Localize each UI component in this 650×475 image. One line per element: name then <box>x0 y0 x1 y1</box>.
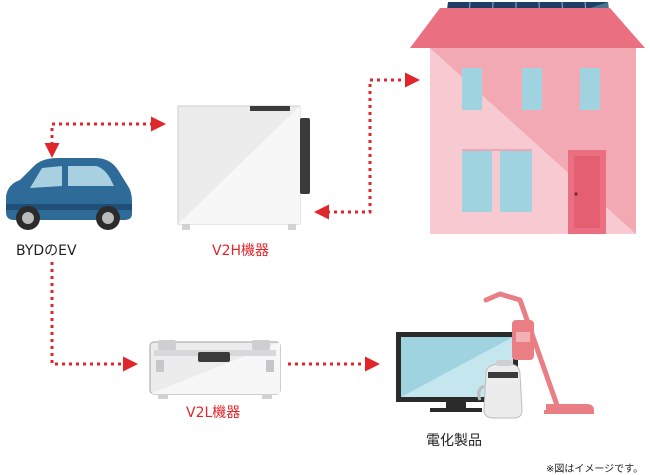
v2l-label: V2L機器 <box>186 405 241 421</box>
disclaimer-note: ※図はイメージです。 <box>546 464 644 475</box>
house-icon <box>410 1 645 234</box>
v2h-device-icon <box>177 105 310 230</box>
connector-ev-v2h <box>44 116 166 158</box>
vacuum-icon <box>483 291 594 414</box>
kettle-icon <box>477 360 523 419</box>
connector-v2h-house <box>314 72 420 220</box>
car-icon <box>6 158 132 230</box>
v2l-device-icon <box>149 340 281 399</box>
appliances-label: 電化製品 <box>426 433 482 449</box>
connector-ev-v2l <box>50 262 138 372</box>
ev-label: BYDのEV <box>16 243 77 259</box>
v2h-label: V2H機器 <box>212 243 270 259</box>
